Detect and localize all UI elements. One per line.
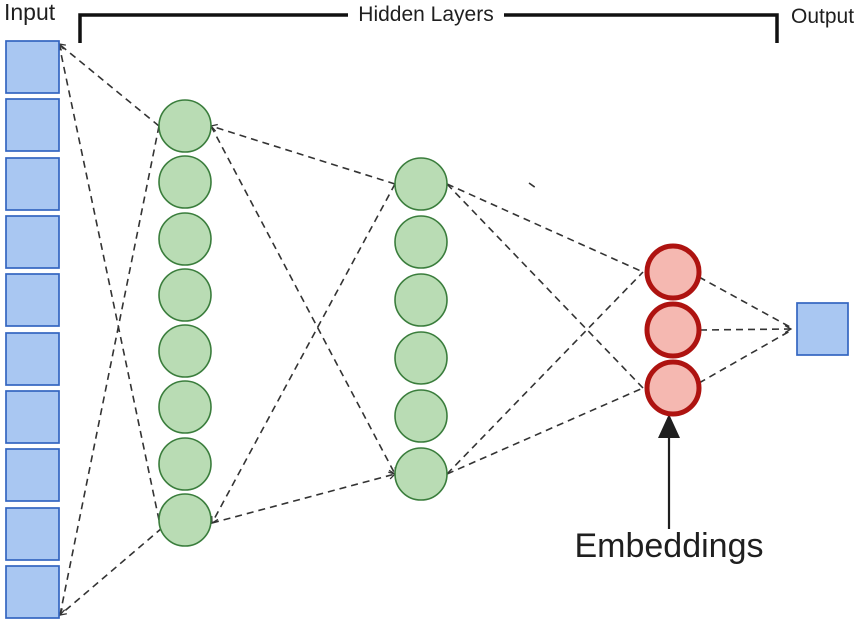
hidden1-node xyxy=(158,437,212,491)
input-node xyxy=(5,448,60,502)
connection-line xyxy=(699,325,793,334)
input-node xyxy=(5,157,60,211)
hidden1-node xyxy=(158,99,212,153)
hidden-layers-label: Hidden Layers xyxy=(358,3,494,26)
hidden2-node xyxy=(394,447,448,501)
connection-line xyxy=(528,182,537,189)
hidden1-node xyxy=(158,268,212,322)
connection-line xyxy=(698,330,791,384)
hidden2-node xyxy=(394,331,448,385)
input-node xyxy=(5,40,60,94)
input-node xyxy=(5,390,60,444)
input-node xyxy=(5,98,60,152)
input-node xyxy=(5,565,60,619)
connection-line xyxy=(57,125,160,617)
output-node xyxy=(796,302,849,356)
embeddings-arrowhead xyxy=(658,414,680,438)
hidden-layers-bracket xyxy=(78,13,779,43)
hidden1-node xyxy=(158,380,212,434)
embedding-node xyxy=(644,359,702,417)
input-label: Input xyxy=(4,0,56,25)
connection-line xyxy=(446,271,644,475)
connection-line xyxy=(56,42,160,521)
connection-line xyxy=(446,183,644,273)
hidden2-node xyxy=(394,157,448,211)
input-node xyxy=(5,215,60,269)
hidden1-node xyxy=(158,155,212,209)
connection-line xyxy=(446,387,644,475)
hidden2-node xyxy=(394,389,448,443)
connection-line xyxy=(698,276,791,328)
connection-line xyxy=(209,123,396,185)
hidden2-node xyxy=(394,215,448,269)
connection-line xyxy=(210,125,396,476)
connection-line xyxy=(211,471,397,524)
input-node xyxy=(5,332,60,386)
hidden2-node xyxy=(394,273,448,327)
hidden1-node xyxy=(158,493,212,547)
output-label: Output xyxy=(791,5,855,28)
connection-line xyxy=(211,183,396,525)
hidden1-node xyxy=(158,212,212,266)
embedding-node xyxy=(644,301,702,359)
connection-line xyxy=(446,183,644,389)
input-node xyxy=(5,507,60,561)
connection-line xyxy=(58,43,160,127)
input-node xyxy=(5,273,60,327)
embeddings-label: Embeddings xyxy=(574,527,764,565)
connection-line xyxy=(59,527,163,616)
hidden1-node xyxy=(158,324,212,378)
embedding-node xyxy=(644,243,702,301)
